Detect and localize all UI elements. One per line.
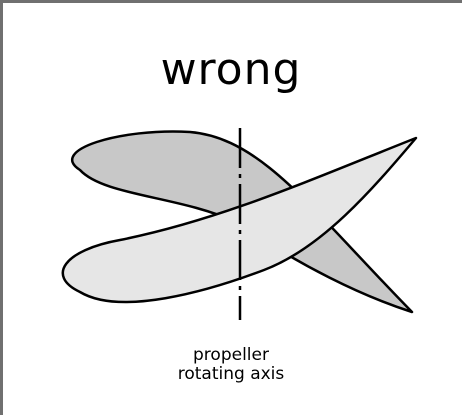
figure-title: wrong <box>160 44 302 95</box>
axis-caption-line2: rotating axis <box>177 364 285 384</box>
axis-caption-line1: propeller <box>193 345 269 365</box>
axis-caption: propeller rotating axis <box>0 346 462 384</box>
